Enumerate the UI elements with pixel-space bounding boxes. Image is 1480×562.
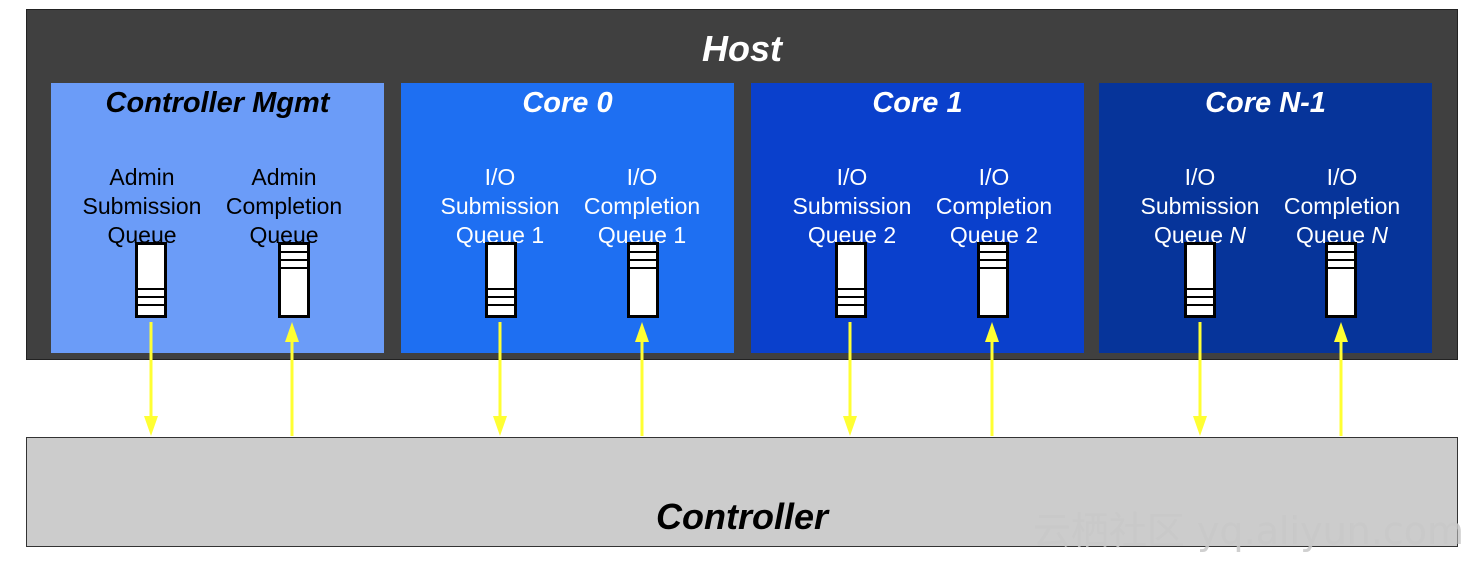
completion-queue-icon: [977, 242, 1009, 318]
host-title: Host: [702, 28, 782, 69]
submission-queue-icon: [135, 242, 167, 318]
panel-title: Controller Mgmt: [105, 87, 330, 119]
completion-queue-icon: [627, 242, 659, 318]
controller-box: Controller: [26, 437, 1458, 547]
submission-queue-icon: [1184, 242, 1216, 318]
panel-title: Core 0: [522, 87, 613, 119]
watermark: 云栖社区 yq.aliyun.com: [1032, 509, 1464, 553]
panel-title: Core N-1: [1205, 87, 1326, 119]
panel-title: Core 1: [872, 87, 963, 119]
submission-queue-icon: [485, 242, 517, 318]
completion-queue-icon: [278, 242, 310, 318]
controller-title: Controller: [655, 496, 828, 537]
submission-queue-icon: [835, 242, 867, 318]
completion-queue-icon: [1325, 242, 1357, 318]
